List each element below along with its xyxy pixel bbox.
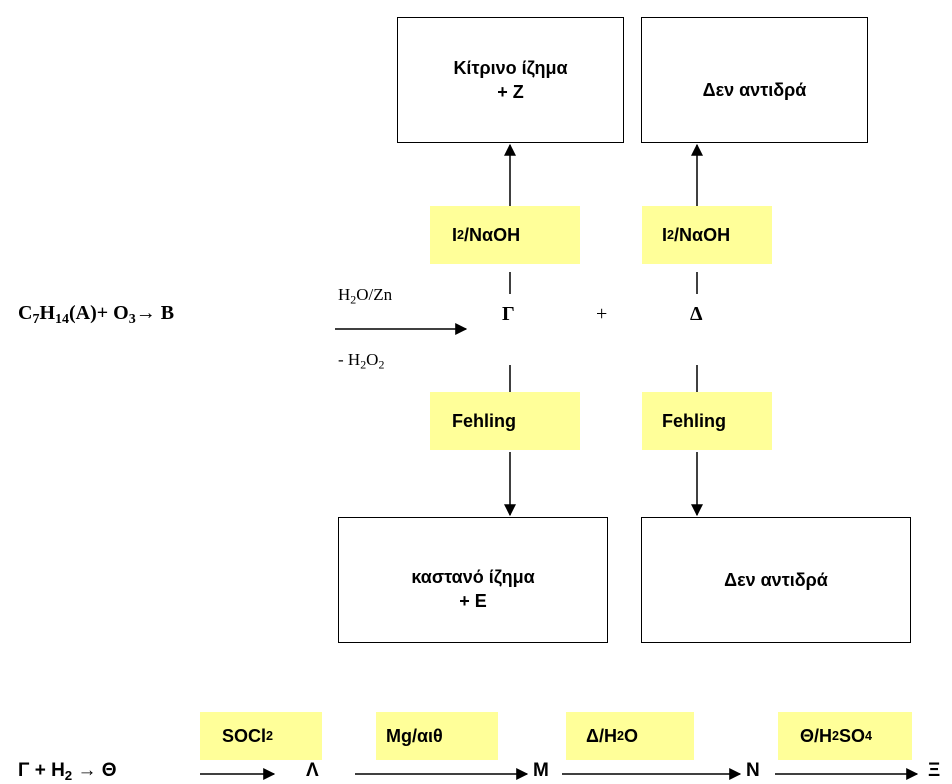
- reactant-c-sub: 7: [32, 312, 40, 328]
- chain-product-xi: Ξ: [928, 760, 941, 781]
- plus-sign: +: [596, 303, 608, 325]
- chain-start-a: Γ + H: [18, 760, 65, 781]
- chain-start-a-sub: 2: [64, 767, 73, 783]
- condition-below-b-sub: 2: [378, 357, 385, 372]
- ozonolysis-condition-below: - H2O2: [338, 350, 385, 372]
- chain-reagent-4-a: Θ/H: [800, 725, 833, 746]
- reagent-fehling-right-text: Fehling: [662, 410, 726, 431]
- box-brown-precipitate-line1: καστανό ίζημα: [411, 567, 535, 587]
- chain-start: Γ + H2 → Θ: [18, 760, 117, 782]
- condition-above-a-sub: 2: [350, 292, 357, 307]
- chain-reagent-2-a: Mg/αιθ: [386, 725, 443, 746]
- chain-product-lambda: Λ: [306, 760, 319, 781]
- reagent-iodoform-left-rest: /NαOH: [464, 224, 521, 245]
- chain-reagent-4-b: SO: [839, 725, 866, 746]
- reactant-tail: (A)+ O: [69, 302, 129, 324]
- box-no-reaction-top-text: Δεν αντιδρά: [702, 80, 807, 100]
- chain-product-mu: Μ: [533, 760, 549, 781]
- box-brown-precipitate-line2: + Ε: [459, 591, 487, 611]
- product-gamma: Γ: [502, 303, 515, 325]
- condition-below-a-sub: 2: [360, 357, 367, 372]
- box-yellow-precipitate: Κίτρινο ίζημα + Ζ: [397, 17, 624, 143]
- reactant-h-sub: 14: [55, 312, 70, 328]
- reagent-fehling-left: Fehling: [430, 392, 580, 450]
- chain-arrow-icon: →: [77, 760, 97, 781]
- reagent-iodoform-right-base: I: [662, 224, 668, 245]
- chain-product-theta: Θ: [101, 760, 117, 781]
- reactant-c: C: [18, 302, 33, 324]
- reaction-arrow-icon: →: [135, 302, 156, 324]
- reactant-h: H: [39, 302, 56, 324]
- ozonolysis-reactants: C7H14(A)+ O3→ B: [18, 302, 175, 328]
- chain-reagent-1-a: SOCl: [222, 725, 267, 746]
- box-yellow-precipitate-line1: Κίτρινο ίζημα: [453, 58, 568, 78]
- chain-reagent-3-b: O: [623, 725, 638, 746]
- reagent-iodoform-right-rest: /NαOH: [674, 224, 731, 245]
- box-no-reaction-bottom: Δεν αντιδρά: [641, 517, 911, 643]
- product-b: B: [160, 302, 175, 324]
- chain-product-nu: Ν: [746, 760, 760, 781]
- reactant-o-sub: 3: [128, 312, 136, 328]
- ozonolysis-condition-above: H2O/Zn: [338, 285, 393, 307]
- product-delta: Δ: [690, 303, 703, 325]
- condition-above-a: H: [338, 285, 351, 304]
- box-no-reaction-top: Δεν αντιδρά: [641, 17, 868, 143]
- box-no-reaction-bottom-text: Δεν αντιδρά: [724, 570, 828, 590]
- box-brown-precipitate: καστανό ίζημα + Ε: [338, 517, 608, 643]
- reagent-iodoform-left-base: I: [452, 224, 458, 245]
- box-yellow-precipitate-line2: + Ζ: [497, 82, 524, 102]
- chain-reagent-3-a: Δ/H: [586, 725, 617, 746]
- condition-below-b: O: [366, 350, 379, 369]
- condition-above-b: O/Zn: [356, 285, 393, 304]
- condition-below-a: - H: [338, 350, 361, 369]
- reagent-fehling-right: Fehling: [642, 392, 772, 450]
- chain-reagent-2: Mg/αιθ: [376, 712, 498, 760]
- reagent-fehling-left-text: Fehling: [452, 410, 516, 431]
